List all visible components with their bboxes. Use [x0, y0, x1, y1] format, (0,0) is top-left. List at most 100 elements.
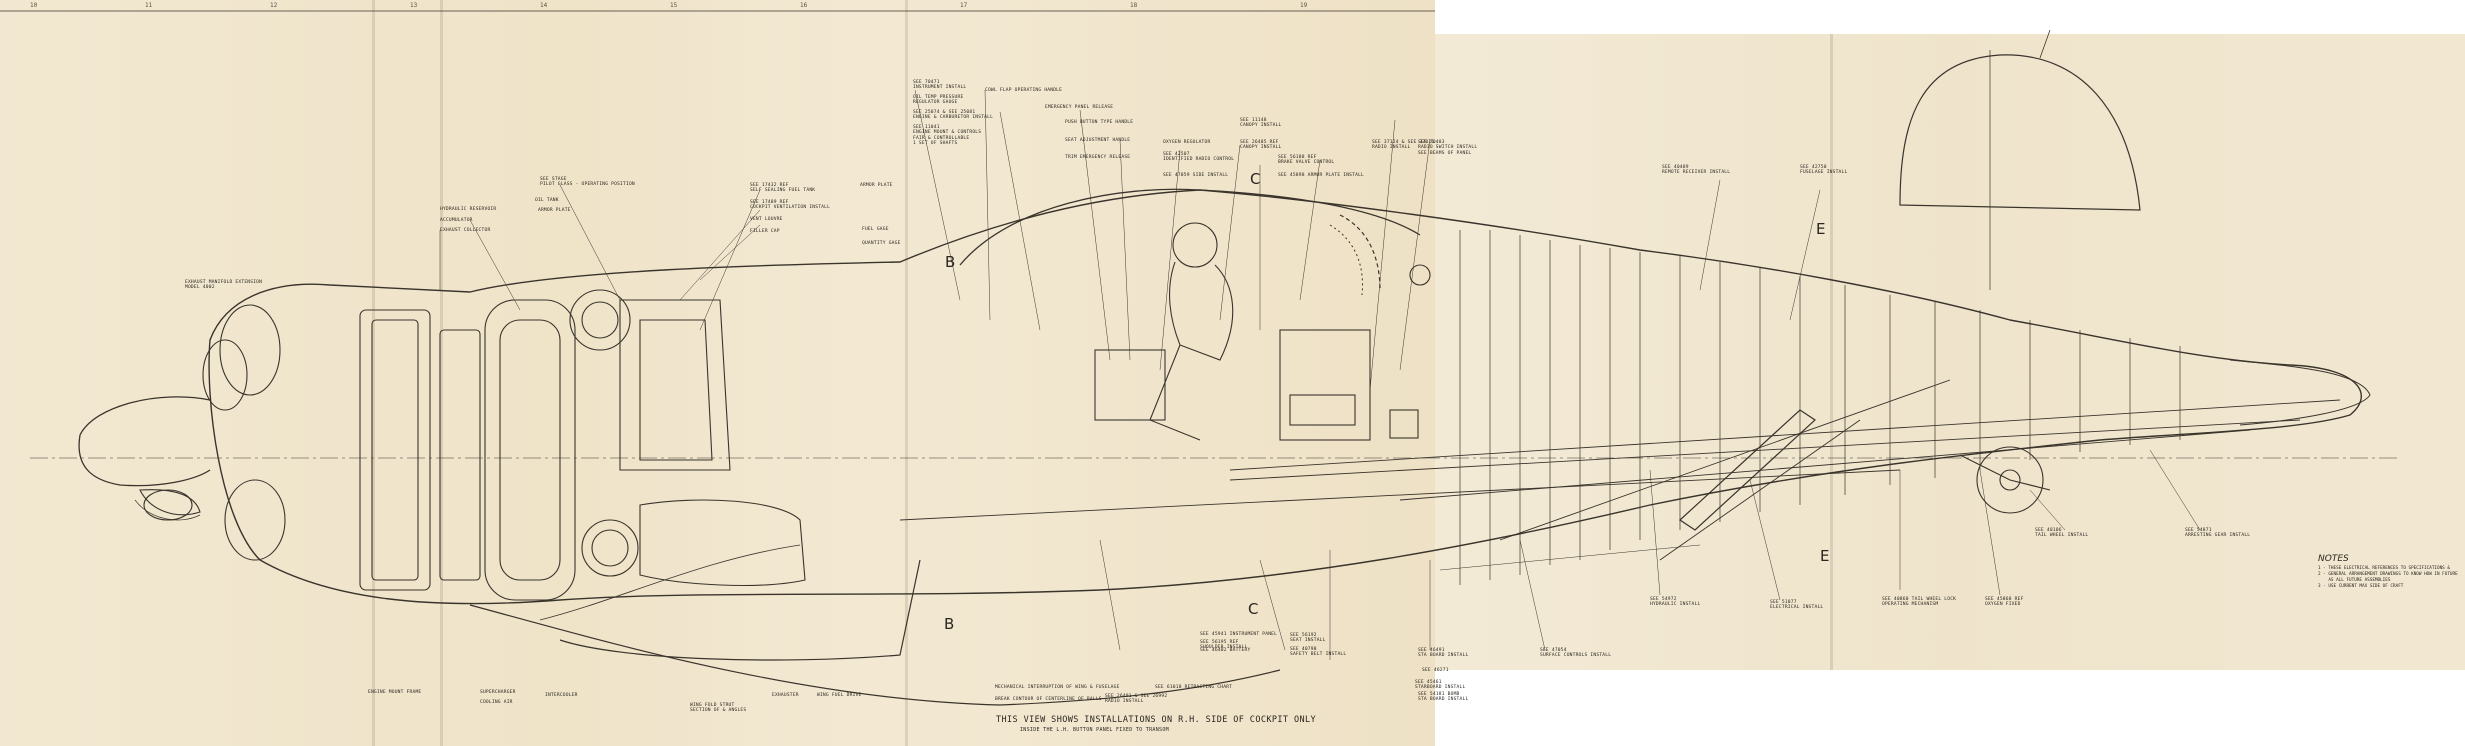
callout-label: SEAT ADJUSTMENT HANDLE — [1065, 138, 1131, 143]
left-drawing-sheet — [0, 0, 1435, 746]
callout-label: SEE 40860 TAIL WHEEL LOCK OPERATING MECH… — [1882, 597, 1957, 608]
section-marker-b-top: B — [945, 253, 956, 271]
callout-label: SEE STAGE PILOT GLASS - OPERATING POSITI… — [540, 177, 635, 188]
callout-label: SEE 45868 REF OXYGEN FIXED — [1985, 597, 2024, 608]
callout-label: SEE 56195 REF SHOULDER INSTALL — [1200, 640, 1248, 651]
callout-label: SEE 45941 INSTRUMENT PANEL — [1200, 632, 1278, 637]
callout-label: EXHAUSTER — [772, 693, 799, 698]
fold-line — [372, 0, 375, 746]
section-marker-c-bottom: C — [1248, 600, 1259, 618]
callout-label: SEE 40489 REMOTE RECEIVER INSTALL — [1662, 165, 1731, 176]
callout-label: SEE 40798 SAFETY BELT INSTALL — [1290, 647, 1347, 658]
canopy — [959, 188, 1421, 266]
callout-label: SEE 26485 REF CANOPY INSTALL — [1240, 140, 1282, 151]
fold-line — [1830, 34, 1833, 670]
notes-heading: NOTES — [2318, 554, 2349, 564]
callout-label: EMERGENCY PANEL RELEASE — [1045, 105, 1114, 110]
column-number: 17 — [960, 2, 968, 9]
callout-label: SEE 56192 SEAT INSTALL — [1290, 633, 1326, 644]
callout-label: SEE 46402 BATTERY — [1200, 648, 1251, 653]
fold-line — [905, 0, 908, 746]
callout-label: VENT LOUVRE — [750, 217, 783, 222]
engine-cylinders — [202, 289, 731, 601]
drawing-title: THIS VIEW SHOWS INSTALLATIONS ON R.H. SI… — [996, 715, 1317, 725]
column-number: 15 — [670, 2, 678, 9]
fuselage-outline — [208, 189, 2362, 605]
callout-label: HYDRAULIC RESERVOIR — [440, 207, 497, 212]
callout-label: SEE 47054 SURFACE CONTROLS INSTALL — [1540, 648, 1612, 659]
callout-label: FILLER CAP — [750, 229, 780, 234]
callout-label: SUPERCHARGER — [480, 690, 516, 695]
callout-label: SEE 17432 REF SELF SEALING FUEL TANK — [750, 183, 816, 194]
callout-label: SEE 40106 TAIL WHEEL INSTALL — [2035, 528, 2089, 539]
callout-label: TRIM EMERGENCY RELEASE — [1065, 155, 1131, 160]
callout-label: SEE 26491 & SEE 26992 RADIO INSTALL — [1105, 694, 1168, 705]
callout-label: ARMOR PLATE — [538, 208, 571, 213]
callout-label: SEE 46271 — [1422, 668, 1449, 673]
callout-label: INTERCOOLER — [545, 693, 578, 698]
fold-line — [440, 0, 443, 746]
column-number: 10 — [30, 2, 38, 9]
callout-label: BREAK CONTOUR OF CENTERLINE OF BALLS — [995, 697, 1102, 702]
callout-label: SEE 45461 STARBOARD INSTALL — [1415, 680, 1466, 691]
callout-label: WING FOLD STRUT SECTION OF & ANGLES — [690, 703, 747, 714]
callout-label: SEE 42507 IDENTIFIED RADIO CONTROL — [1163, 152, 1235, 163]
callout-label: SEE 54972 HYDRAULIC INSTALL — [1650, 597, 1701, 608]
callout-label: SEE 17489 REF COCKPIT VENTILATION INSTAL… — [750, 200, 831, 211]
callout-label: SEE 70471 INSTRUMENT INSTALL — [913, 80, 967, 91]
column-number: 18 — [1130, 2, 1138, 9]
callout-label: WING FUEL DRIVE — [817, 693, 862, 698]
section-marker-e-top: E — [1816, 220, 1826, 238]
callout-label: EXHAUST COLLECTOR — [440, 228, 491, 233]
vertical-fin — [1899, 54, 2141, 211]
callout-label: FUEL GAGE — [862, 227, 889, 232]
note-line: 2 - GENERAL ARRANGEMENT DRAWINGS TO KNOW… — [2318, 572, 2458, 577]
wing-outline — [469, 604, 1281, 706]
callout-label: EXHAUST MANIFOLD EXTENSION MODEL 4002 — [185, 280, 263, 291]
callout-label: SEE 42750 FUSELAGE INSTALL — [1800, 165, 1848, 176]
callout-label: SEE 47059 SIDE INSTALL — [1163, 173, 1229, 178]
callout-label: OIL TANK — [535, 198, 559, 203]
callout-label: OXYGEN REGULATOR — [1163, 140, 1211, 145]
section-marker-b-bottom: B — [944, 615, 955, 633]
spinner — [78, 396, 211, 487]
callout-label: SEE 61018 RETRACTING CHART — [1155, 685, 1233, 690]
column-number: 19 — [1300, 2, 1308, 9]
callout-label: SEE 56188 REF BRAKE VALVE CONTROL — [1278, 155, 1335, 166]
tail-wheel — [1959, 446, 2051, 514]
callout-label: SEE 45898 ARMOR PLATE INSTALL — [1278, 173, 1365, 178]
callout-label: SEE 11041 ENGINE MOUNT & CONTROLS FAIR &… — [913, 125, 982, 147]
callout-label: OIL TEMP PRESSURE REGULATOR GAUGE — [913, 95, 964, 106]
callout-label: SEE 51077 ELECTRICAL INSTALL — [1770, 600, 1824, 611]
lower-scoop — [559, 559, 921, 661]
callout-label: SEE 11148 CANOPY INSTALL — [1240, 118, 1282, 129]
callout-label: SEE 46491 STA BOARD INSTALL — [1418, 648, 1469, 659]
callout-label: ARMOR PLATE — [860, 183, 893, 188]
column-number: 13 — [410, 2, 418, 9]
drawing-subtitle: INSIDE THE L.H. BUTTON PANEL FIXED TO TR… — [1020, 727, 1169, 733]
callout-label: COWL FLAP OPERATING HANDLE — [985, 88, 1063, 93]
callout-label: SEE 37124 & SEE 37011 RADIO INSTALL — [1372, 140, 1435, 151]
note-line: 3 - USE CURRENT MAX SIDE OF CRAFT — [2318, 584, 2404, 589]
note-line: AS ALL FUTURE ASSEMBLIES — [2318, 578, 2391, 583]
section-marker-e-bottom: E — [1820, 547, 1830, 565]
callout-label: COOLING AIR — [480, 700, 513, 705]
callout-label: SEE 25074 & SEE 25081 ENGINE & CARBURETO… — [913, 110, 994, 121]
column-number: 14 — [540, 2, 548, 9]
callout-label: ENGINE MOUNT FRAME — [368, 690, 422, 695]
column-number: 12 — [270, 2, 278, 9]
right-drawing-sheet — [1435, 34, 2465, 670]
column-number: 16 — [800, 2, 808, 9]
callout-label: PUSH BUTTON TYPE HANDLE — [1065, 120, 1134, 125]
callout-label: SEE 70483 RADIO SWITCH INSTALL SEE BEAMS… — [1418, 140, 1478, 156]
callout-label: SEE 54181 BOMB STA BOARD INSTALL — [1418, 692, 1469, 703]
callout-label: MECHANICAL INTERRUPTION OF WING & FUSELA… — [995, 685, 1120, 690]
callout-label: SEE 54871 ARRESTING GEAR INSTALL — [2185, 528, 2251, 539]
column-number: 11 — [145, 2, 153, 9]
callout-label: QUANTITY GAGE — [862, 241, 901, 246]
callout-label: ACCUMULATOR — [440, 218, 473, 223]
note-line: 1 - THESE ELECTRICAL REFERENCES TO SPECI… — [2318, 566, 2450, 571]
pilot-figure — [1149, 222, 1234, 441]
section-marker-c-top: C — [1250, 170, 1261, 188]
